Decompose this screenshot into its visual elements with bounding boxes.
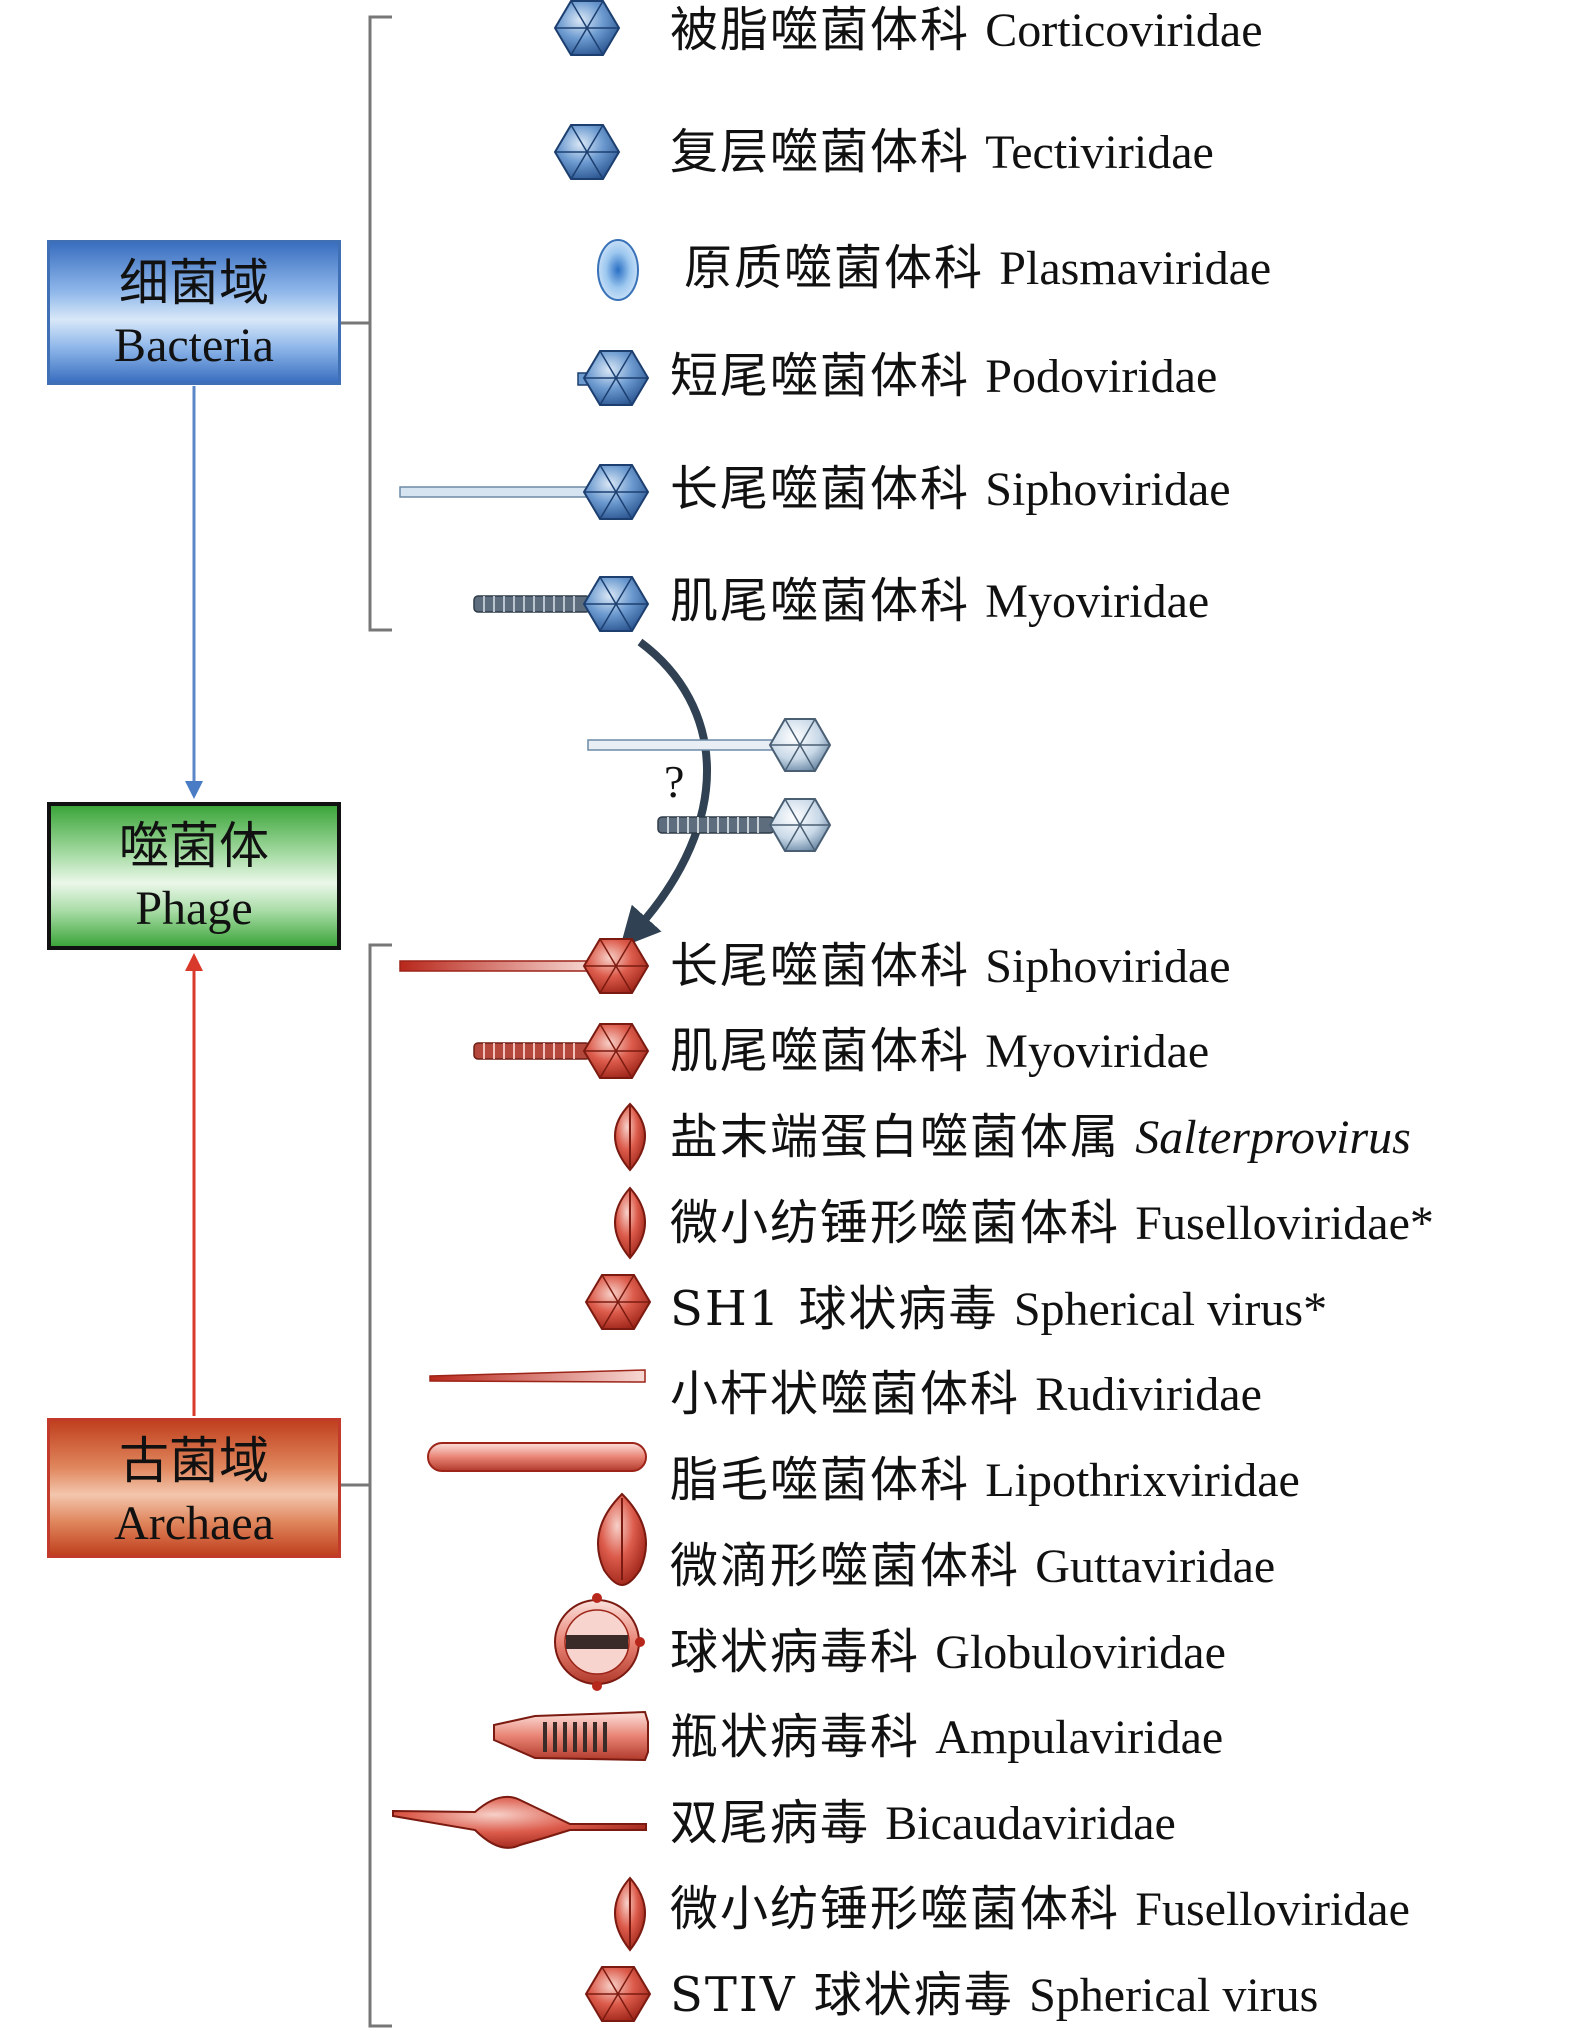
long-tail-phage-icon <box>399 938 650 994</box>
filament-icon <box>427 1442 647 1472</box>
family-en-name: Rudiviridae <box>1035 1368 1262 1421</box>
spindle-icon <box>614 1102 646 1172</box>
family-zh-name: 被脂噬菌体科 <box>670 2 971 58</box>
bacteria-en-label: Bacteria <box>114 319 274 372</box>
family-zh-name: 长尾噬菌体科 <box>670 461 971 517</box>
family-en-name: Myoviridae <box>985 1025 1210 1078</box>
two-tailed-icon <box>392 1796 647 1849</box>
family-zh-name: STIV 球状病毒 <box>670 1967 1014 2023</box>
family-en-name: Plasmaviridae <box>999 242 1272 295</box>
archaeal-family-label: 长尾噬菌体科 Siphoviridae <box>670 936 1231 996</box>
bacterial-family-label: 长尾噬菌体科 Siphoviridae <box>670 459 1231 519</box>
bacterial-family-label: 复层噬菌体科 Tectiviridae <box>670 122 1214 182</box>
rod-icon <box>429 1369 646 1383</box>
bottle-icon <box>493 1710 649 1762</box>
archaeal-family-label: SH1 球状病毒 Spherical virus* <box>670 1279 1327 1339</box>
family-en-name: Fuselloviridae <box>1135 1883 1410 1936</box>
family-zh-name: 微小纺锤形噬菌体科 <box>670 1881 1121 1937</box>
contractile-tail-phage-icon <box>473 576 650 632</box>
family-zh-name: 微滴形噬菌体科 <box>670 1538 1021 1594</box>
family-en-name: Spherical virus* <box>1013 1283 1328 1336</box>
contractile-tail-phage-icon <box>473 1023 650 1079</box>
family-zh-name: 肌尾噬菌体科 <box>670 573 971 629</box>
spindle-icon <box>614 1876 646 1952</box>
family-zh-name: 双尾病毒 <box>670 1795 871 1851</box>
archaeal-family-label: 瓶状病毒科 Ampulaviridae <box>670 1707 1223 1767</box>
archaeal-family-label: 脂毛噬菌体科 Lipothrixviridae <box>670 1450 1300 1510</box>
droplet-icon <box>597 1492 647 1587</box>
transitional-phages <box>587 718 832 852</box>
archaea-en-label: Archaea <box>114 1497 274 1550</box>
bacteria-domain-box: 细菌域 Bacteria <box>47 240 341 385</box>
archaeal-family-label: 盐末端蛋白噬菌体属 Salterprovirus <box>670 1107 1411 1167</box>
spindle-icon <box>614 1186 646 1260</box>
archaea-bracket <box>341 943 392 2028</box>
family-en-name: Siphoviridae <box>985 463 1231 516</box>
family-zh-name: 复层噬菌体科 <box>670 124 971 180</box>
bacterial-family-label: 短尾噬菌体科 Podoviridae <box>670 346 1217 406</box>
family-en-name: Ampulaviridae <box>935 1711 1224 1764</box>
family-en-name: Podoviridae <box>985 350 1218 403</box>
archaeal-family-label: 微滴形噬菌体科 Guttaviridae <box>670 1536 1275 1596</box>
icosahedral-capsid-icon <box>553 0 621 56</box>
family-zh-name: 瓶状病毒科 <box>670 1709 921 1765</box>
transfer-arrow <box>619 638 711 948</box>
archaea-domain-box: 古菌域 Archaea <box>47 1418 341 1558</box>
archaeal-family-label: 肌尾噬菌体科 Myoviridae <box>670 1021 1209 1081</box>
family-zh-name: 脂毛噬菌体科 <box>670 1452 971 1508</box>
globule-icon <box>554 1593 645 1691</box>
bacterial-family-label: 肌尾噬菌体科 Myoviridae <box>670 571 1209 631</box>
family-zh-name: 短尾噬菌体科 <box>670 348 971 404</box>
archaeal-family-label: 微小纺锤形噬菌体科 Fuselloviridae <box>670 1879 1410 1939</box>
family-en-name: Tectiviridae <box>985 126 1214 179</box>
short-tail-phage-icon <box>577 350 650 406</box>
family-en-name: Myoviridae <box>985 575 1210 628</box>
archaeal-family-label: STIV 球状病毒 Spherical virus <box>670 1965 1318 2025</box>
family-en-name: Salterprovirus <box>1135 1111 1411 1164</box>
family-zh-name: 微小纺锤形噬菌体科 <box>670 1195 1121 1251</box>
phage-box: 噬菌体 Phage <box>47 802 341 950</box>
family-en-name: Spherical virus <box>1029 1969 1319 2022</box>
bacteria-zh-label: 细菌域 <box>119 254 269 312</box>
oval-pleomorphic-icon <box>597 239 639 301</box>
family-en-name: Siphoviridae <box>985 940 1231 993</box>
phage-en-label: Phage <box>135 882 253 935</box>
archaea-zh-label: 古菌域 <box>119 1432 269 1490</box>
archaeal-family-label: 小杆状噬菌体科 Rudiviridae <box>670 1364 1262 1424</box>
archaeal-family-label: 双尾病毒 Bicaudaviridae <box>670 1793 1176 1853</box>
question-mark: ? <box>664 756 685 807</box>
family-zh-name: 长尾噬菌体科 <box>670 938 971 994</box>
bacterial-family-label: 原质噬菌体科 Plasmaviridae <box>684 238 1271 298</box>
contractile-tail-phage-icon <box>657 798 832 852</box>
family-zh-name: 球状病毒科 <box>670 1624 921 1680</box>
archaeal-family-label: 微小纺锤形噬菌体科 Fuselloviridae* <box>670 1193 1434 1253</box>
family-en-name: Guttaviridae <box>1035 1540 1276 1593</box>
family-zh-name: 原质噬菌体科 <box>684 240 985 296</box>
family-zh-name: 小杆状噬菌体科 <box>670 1366 1021 1422</box>
family-zh-name: 肌尾噬菌体科 <box>670 1023 971 1079</box>
archaeal-family-label: 球状病毒科 Globuloviridae <box>670 1622 1226 1682</box>
family-en-name: Fuselloviridae* <box>1135 1197 1434 1250</box>
family-en-name: Corticoviridae <box>985 4 1263 57</box>
family-zh-name: SH1 球状病毒 <box>670 1281 999 1337</box>
icosahedral-capsid-icon <box>553 124 621 180</box>
family-en-name: Bicaudaviridae <box>885 1797 1176 1850</box>
long-tail-phage-icon <box>587 718 832 772</box>
archaea-icons <box>392 938 652 2022</box>
bacterial-family-label: 被脂噬菌体科 Corticoviridae <box>670 0 1263 60</box>
icosahedral-capsid-icon <box>584 1966 652 2022</box>
family-en-name: Globuloviridae <box>935 1626 1226 1679</box>
bacteria-icons <box>399 0 650 632</box>
icosahedral-capsid-icon <box>584 1274 652 1330</box>
family-zh-name: 盐末端蛋白噬菌体属 <box>670 1109 1121 1165</box>
family-en-name: Lipothrixviridae <box>985 1454 1300 1507</box>
long-tail-phage-icon <box>399 464 650 520</box>
bacteria-bracket <box>341 15 392 632</box>
phage-zh-label: 噬菌体 <box>119 817 269 875</box>
